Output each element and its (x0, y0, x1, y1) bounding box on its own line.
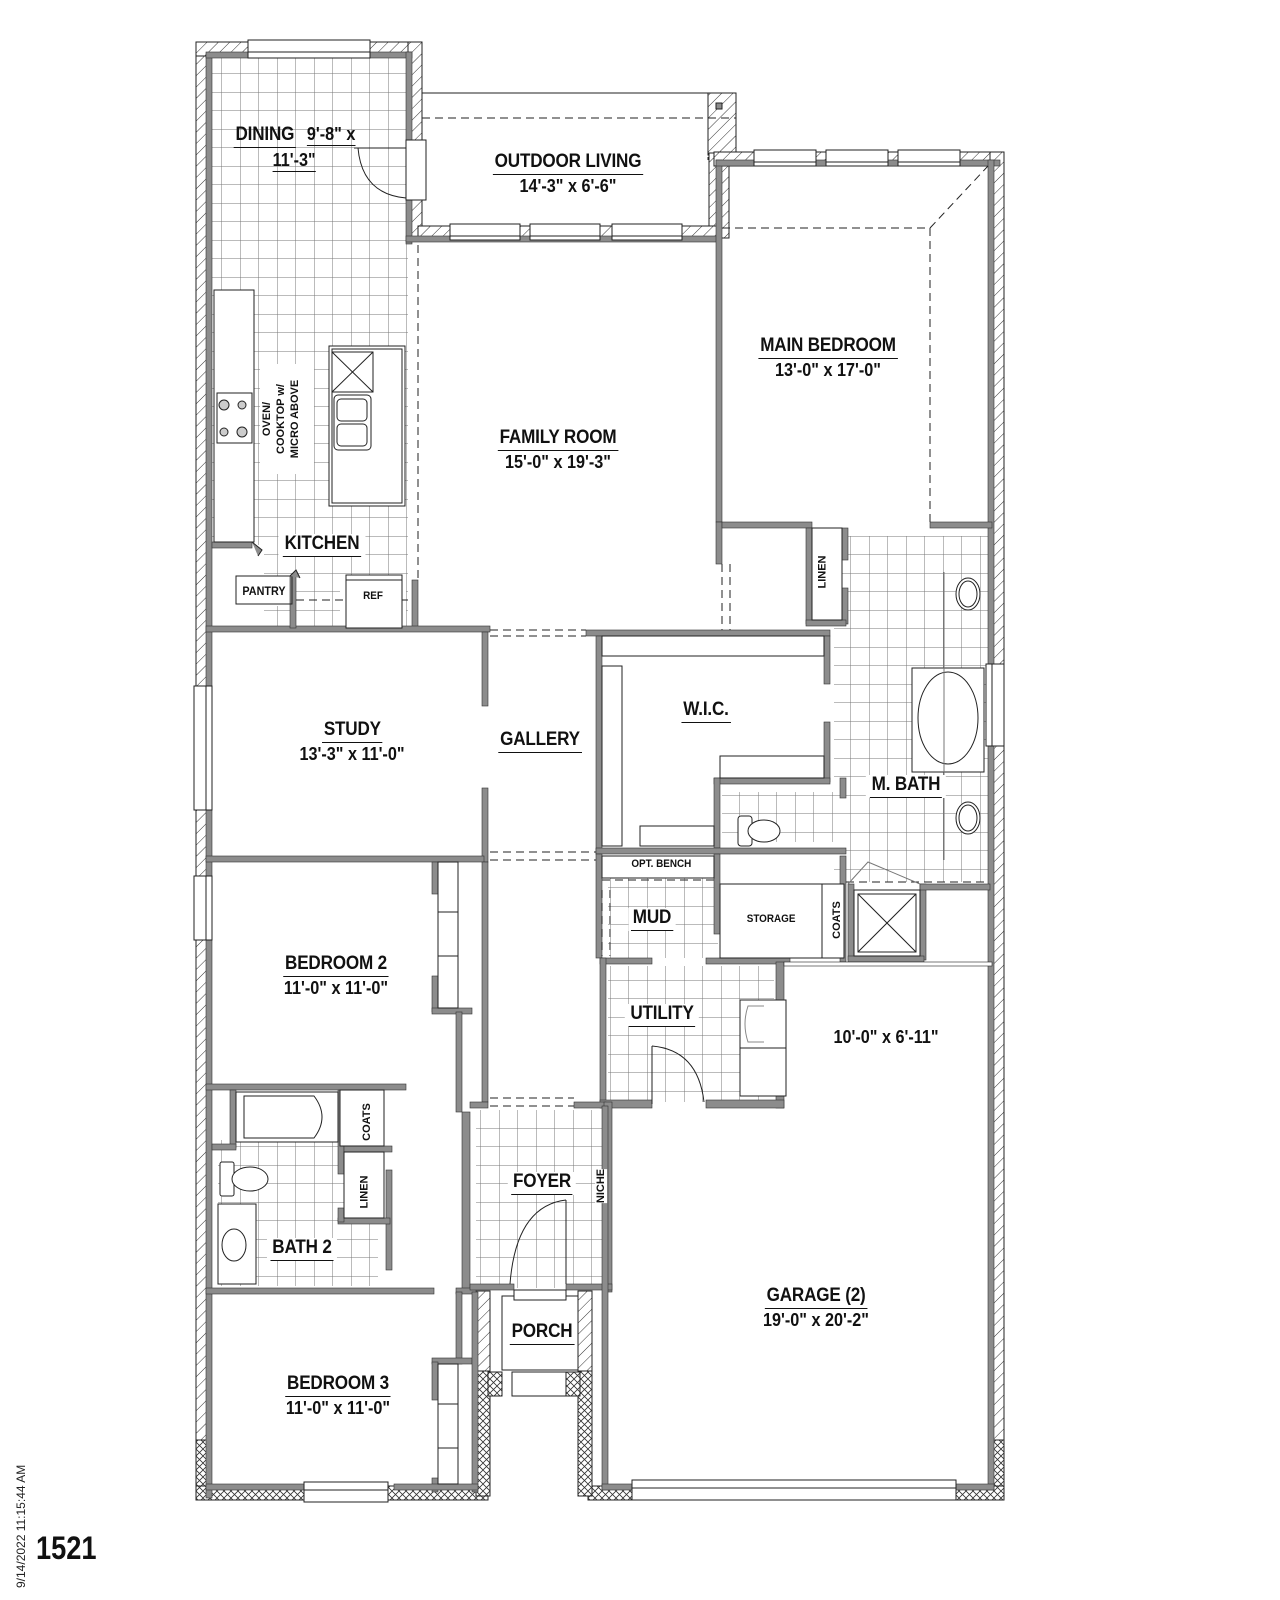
refrigerator (345, 574, 403, 629)
room-main-bedroom: MAIN BEDROOM 13'-0" x 17'-0" (758, 335, 898, 380)
tile-floors (212, 58, 988, 1288)
storage-label: STORAGE (746, 913, 796, 925)
washer (739, 1047, 787, 1097)
oven-cooktop-note: OVEN/ COOKTOP w/ MICRO ABOVE (260, 364, 314, 474)
pantry-box (235, 575, 293, 605)
room-bedroom-3: BEDROOM 3 11'-0" x 11'-0" (285, 1373, 391, 1418)
room-outdoor-living: OUTDOOR LIVING 14'-3" x 6'-6" (492, 151, 644, 196)
room-wic: W.I.C. (679, 699, 734, 723)
niche-label: NICHE (595, 1168, 608, 1204)
room-study: STUDY 13'-3" x 11'-0" (299, 719, 405, 764)
door-swings (251, 147, 705, 1285)
coats-bath2-label: COATS (360, 1103, 373, 1141)
coats-mud-label: COATS (830, 901, 843, 939)
room-bath-2: BATH 2 (266, 1237, 338, 1261)
room-mud: MUD (628, 907, 676, 931)
room-family-room: FAMILY ROOM 15'-0" x 19'-3" (497, 427, 619, 472)
porch-outline (487, 1289, 581, 1397)
linen-main-label: LINEN (816, 555, 829, 589)
pantry-label: PANTRY (242, 584, 286, 598)
room-gallery: GALLERY (494, 729, 587, 753)
room-utility: UTILITY (624, 1003, 700, 1027)
kitchen-fixtures (213, 289, 406, 629)
room-foyer: FOYER (507, 1171, 577, 1195)
plan-number: 1521 (36, 1530, 97, 1566)
room-kitchen: KITCHEN (278, 533, 366, 557)
windows (193, 39, 1005, 1503)
outdoor-living-outline (405, 92, 736, 201)
room-garage-extension: 10'-0" x 6'-11" (833, 1027, 939, 1047)
room-m-bath: M. BATH (865, 774, 947, 798)
closet-shelving (339, 527, 845, 1485)
ref-label: REF (363, 590, 383, 602)
dryer (739, 999, 787, 1049)
room-bedroom-2: BEDROOM 2 11'-0" x 11'-0" (283, 953, 389, 998)
room-porch: PORCH (506, 1321, 578, 1345)
bath-fixtures (217, 572, 985, 1285)
print-timestamp: 9/14/2022 11:15:44 AM (14, 1464, 28, 1588)
room-garage: GARAGE (2) 19'-0" x 20'-2" (763, 1285, 869, 1330)
linen-bath2-label: LINEN (358, 1175, 371, 1209)
opt-bench-label: OPT. BENCH (631, 858, 692, 870)
room-dining: DINING 9'-8" x 11'-3" (233, 124, 356, 172)
